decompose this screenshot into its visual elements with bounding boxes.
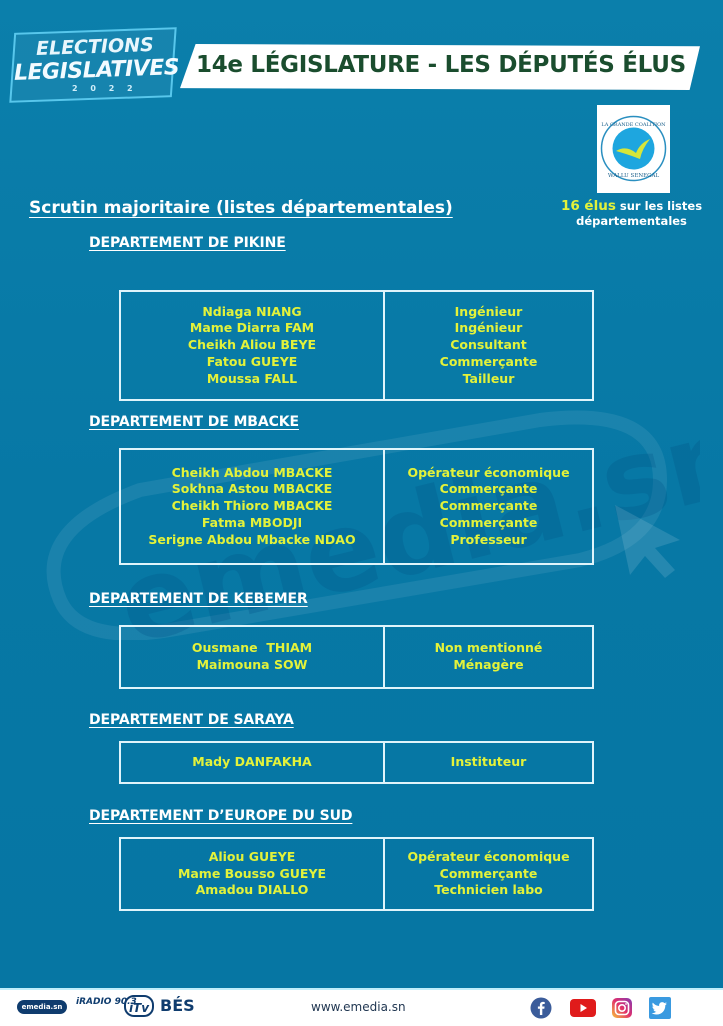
- professions-column: Instituteur: [385, 743, 592, 782]
- deputy-name: Cheikh Thioro MBACKE: [171, 498, 333, 514]
- page-title: 14e LÉGISLATURE - LES DÉPUTÉS ÉLUS: [196, 52, 686, 78]
- dept-table-europe-du-sud: Aliou GUEYE Mame Bousso GUEYE Amadou DIA…: [119, 837, 594, 911]
- deputy-name: Fatou GUEYE: [206, 353, 298, 369]
- youtube-icon[interactable]: [570, 997, 596, 1019]
- deputy-name: Fatma MBODJI: [201, 514, 303, 530]
- deputy-profession: Opérateur économique: [407, 464, 570, 480]
- deputy-profession: Commerçante: [439, 514, 538, 530]
- deputy-profession: Ménagère: [453, 657, 524, 672]
- dept-title-saraya: DEPARTEMENT DE SARAYA: [89, 712, 294, 728]
- bes-logo[interactable]: BÉS: [160, 996, 195, 1015]
- deputy-name: Serigne Abdou Mbacke NDAO: [148, 531, 356, 547]
- website-link[interactable]: www.emedia.sn: [311, 1000, 406, 1014]
- logo-year: 2 0 2 2: [72, 84, 138, 93]
- deputy-profession: Ingénieur: [454, 320, 523, 336]
- iradio-label: iRADIO 90.3: [76, 997, 137, 1007]
- deputy-name: Mame Diarra FAM: [189, 320, 315, 336]
- elus-suffix: sur les listes: [619, 199, 703, 213]
- deputy-name: Mame Bousso GUEYE: [177, 865, 327, 881]
- itv-logo[interactable]: iTv: [124, 995, 154, 1017]
- deputy-name: Cheikh Abdou MBACKE: [171, 464, 333, 480]
- deputy-profession: Technicien labo: [434, 882, 543, 898]
- deputy-name: Sokhna Astou MBACKE: [171, 481, 333, 497]
- deputy-profession: Commerçante: [439, 353, 538, 369]
- dept-title-pikine: DEPARTEMENT DE PIKINE: [89, 235, 286, 251]
- deputy-name: Mady DANFAKHA: [192, 754, 312, 770]
- names-column: Ousmane THIAM Maimouna SOW: [121, 627, 385, 687]
- deputy-profession: Consultant: [450, 337, 527, 353]
- dept-title-kebemer: DEPARTEMENT DE KEBEMER: [89, 591, 308, 607]
- deputy-name: Aliou GUEYE: [208, 848, 296, 864]
- deputy-name: Ousmane THIAM: [191, 640, 313, 656]
- instagram-icon[interactable]: [611, 997, 633, 1019]
- deputy-name: Ndiaga NIANG: [202, 303, 302, 319]
- dept-title-europe-du-sud: DEPARTEMENT D’EUROPE DU SUD: [89, 808, 353, 824]
- iradio-logo[interactable]: iRADIO 90.3: [76, 998, 137, 1007]
- names-column: Mady DANFAKHA: [121, 743, 385, 782]
- facebook-icon[interactable]: [530, 997, 552, 1019]
- party-logo: LA GRANDE COALITION WALLU SENEGAL: [597, 105, 670, 193]
- deputy-name: Amadou DIALLO: [195, 882, 309, 898]
- deputy-profession: Instituteur: [450, 754, 527, 770]
- deputy-profession: Non mentionné: [434, 640, 543, 656]
- deputy-profession: Commerçante: [439, 481, 538, 497]
- elus-summary: 16 élus sur les listes départementales: [540, 199, 723, 229]
- dept-table-pikine: Ndiaga NIANG Mame Diarra FAM Cheikh Alio…: [119, 290, 594, 401]
- deputy-profession: Professeur: [450, 531, 527, 547]
- professions-column: Opérateur économique Commerçante Technic…: [385, 839, 592, 909]
- deputy-name: Moussa FALL: [206, 370, 298, 386]
- svg-text:WALLU SENEGAL: WALLU SENEGAL: [608, 173, 660, 179]
- names-column: Cheikh Abdou MBACKE Sokhna Astou MBACKE …: [121, 450, 385, 563]
- professions-column: Ingénieur Ingénieur Consultant Commerçan…: [385, 292, 592, 399]
- dept-table-kebemer: Ousmane THIAM Maimouna SOW Non mentionné…: [119, 625, 594, 689]
- emedia-logo[interactable]: emedia.sn: [17, 1000, 67, 1014]
- twitter-icon[interactable]: [649, 997, 671, 1019]
- names-column: Aliou GUEYE Mame Bousso GUEYE Amadou DIA…: [121, 839, 385, 909]
- svg-text:LA GRANDE COALITION: LA GRANDE COALITION: [601, 122, 666, 128]
- footer: emedia.sn iRADIO 90.3 iTv BÉS www.emedia…: [0, 988, 723, 1026]
- professions-column: Non mentionné Ménagère: [385, 627, 592, 687]
- dept-table-saraya: Mady DANFAKHA Instituteur: [119, 741, 594, 784]
- professions-column: Opérateur économique Commerçante Commerç…: [385, 450, 592, 563]
- deputy-name: Cheikh Aliou BEYE: [187, 337, 317, 353]
- dept-table-mbacke: Cheikh Abdou MBACKE Sokhna Astou MBACKE …: [119, 448, 594, 565]
- deputy-name: Maimouna SOW: [196, 657, 308, 672]
- deputy-profession: Opérateur économique: [407, 848, 570, 864]
- section-title: Scrutin majoritaire (listes départementa…: [29, 198, 453, 218]
- deputy-profession: Commerçante: [439, 865, 538, 881]
- deputy-profession: Ingénieur: [454, 303, 523, 319]
- elus-line2: départementales: [576, 214, 687, 228]
- elus-count: 16 élus: [560, 198, 616, 214]
- title-banner: [180, 44, 700, 90]
- deputy-profession: Tailleur: [462, 370, 515, 386]
- deputy-profession: Commerçante: [439, 498, 538, 514]
- names-column: Ndiaga NIANG Mame Diarra FAM Cheikh Alio…: [121, 292, 385, 399]
- dept-title-mbacke: DEPARTEMENT DE MBACKE: [89, 414, 299, 430]
- wallu-senegal-emblem-icon: LA GRANDE COALITION WALLU SENEGAL: [600, 115, 667, 182]
